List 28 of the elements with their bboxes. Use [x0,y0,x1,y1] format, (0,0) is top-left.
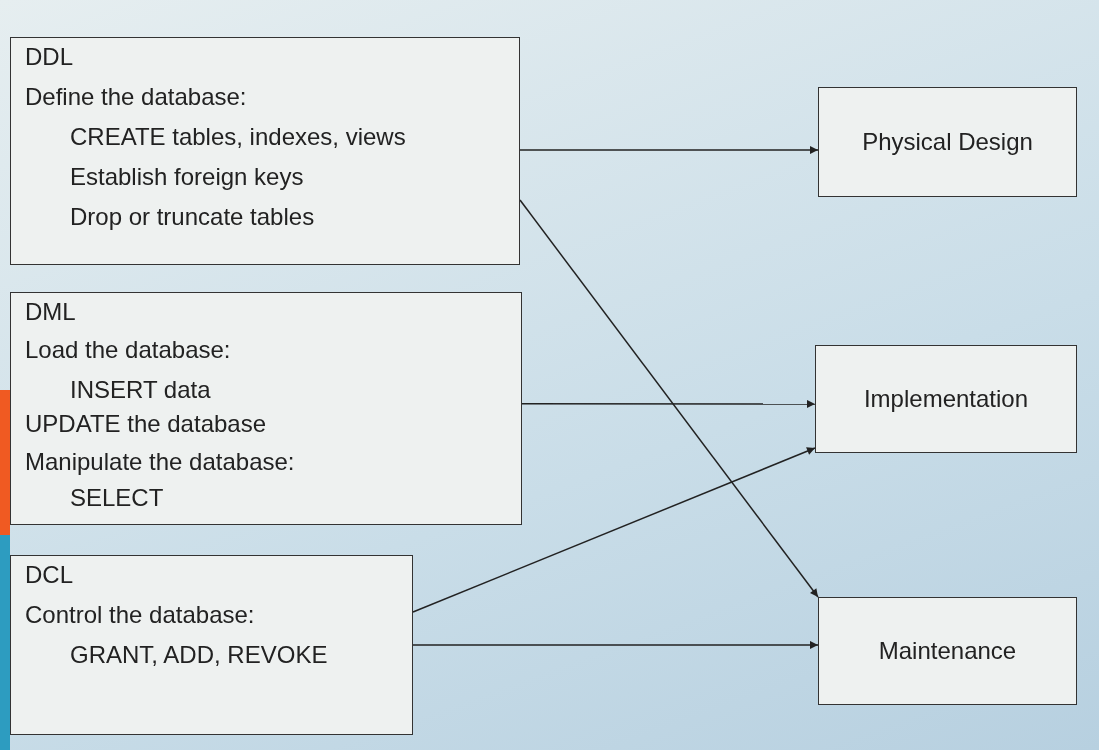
stage-label: Implementation [863,385,1029,413]
language-heading: DML [25,298,76,326]
text-line: Load the database: [25,336,231,364]
arrow [412,640,819,649]
text-line: GRANT, ADD, REVOKE [70,641,328,669]
text-line: UPDATE the database [25,410,267,438]
text-line: Control the database: [25,601,255,629]
stage-box [815,345,1077,453]
text-line: INSERT data [70,376,211,404]
arrow [519,146,819,155]
stage-label: Physical Design [862,128,1033,156]
stage-label: Maintenance [878,637,1017,665]
text-line: CREATE tables, indexes, views [70,123,406,151]
language-heading: DDL [25,43,73,71]
arrow [412,447,816,613]
text-line: Drop or truncate tables [70,203,315,231]
language-heading: DCL [25,561,73,589]
arrow [521,399,816,408]
language-box [10,37,520,265]
language-box [10,292,522,525]
text-line: Manipulate the database: [25,448,295,476]
language-box [10,555,413,735]
stage-box [818,597,1077,705]
text-line: Define the database: [25,83,247,111]
text-line: SELECT [70,484,164,512]
stage-box [818,87,1077,197]
arrow [519,199,819,598]
text-line: Establish foreign keys [70,163,304,191]
